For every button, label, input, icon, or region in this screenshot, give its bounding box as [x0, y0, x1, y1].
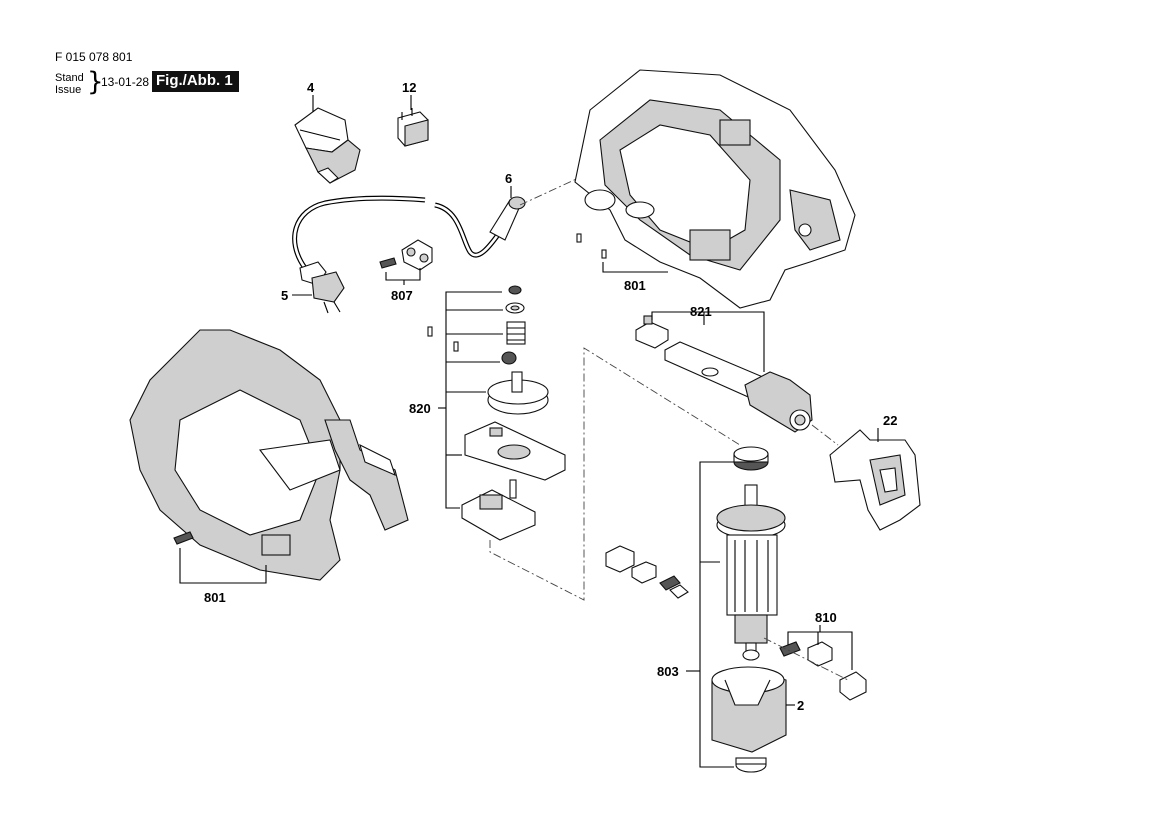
callout-12: 12: [402, 80, 416, 95]
callout-820: 820: [409, 401, 431, 416]
part-carbon-brush-set-left: [605, 545, 689, 599]
callout-803: 803: [657, 664, 679, 679]
callout-6: 6: [505, 171, 512, 186]
figure-badge: Fig./Abb. 1: [152, 71, 239, 92]
pin-small-2: [453, 341, 459, 352]
callout-807: 807: [391, 288, 413, 303]
screw-small-1: [576, 233, 582, 243]
part-blade-bracket: [829, 429, 921, 531]
part-plug: [299, 261, 345, 314]
callout-5: 5: [281, 288, 288, 303]
part-stroke-rod: [635, 315, 813, 433]
part-eccentric-assembly: [461, 285, 566, 541]
part-carbon-brushes: [779, 641, 867, 701]
part-power-cable: [292, 195, 526, 270]
callout-821: 821: [690, 304, 712, 319]
callout-810: 810: [815, 610, 837, 625]
part-stator: [711, 649, 787, 773]
screw-small-2: [601, 249, 607, 259]
part-armature: [716, 446, 786, 656]
issue-label: Issue: [55, 84, 82, 96]
callout-801-top: 801: [624, 278, 646, 293]
pin-small-1: [427, 326, 433, 337]
brace-glyph: }: [87, 67, 104, 97]
part-cord-clamp: [379, 239, 433, 271]
stand-issue-label: Stand Issue: [55, 72, 84, 96]
part-housing-half-right: [574, 69, 856, 309]
document-number: F 015 078 801: [55, 50, 133, 64]
callout-801-bottom: 801: [204, 590, 226, 605]
issue-date: 13-01-28: [101, 75, 150, 89]
stand-label: Stand: [55, 72, 84, 84]
part-capacitor: [397, 108, 429, 147]
callout-4: 4: [307, 80, 315, 95]
part-switch: [294, 107, 361, 184]
callout-22: 22: [883, 413, 897, 428]
callout-2: 2: [797, 698, 804, 713]
part-housing-half-left: [129, 329, 409, 581]
